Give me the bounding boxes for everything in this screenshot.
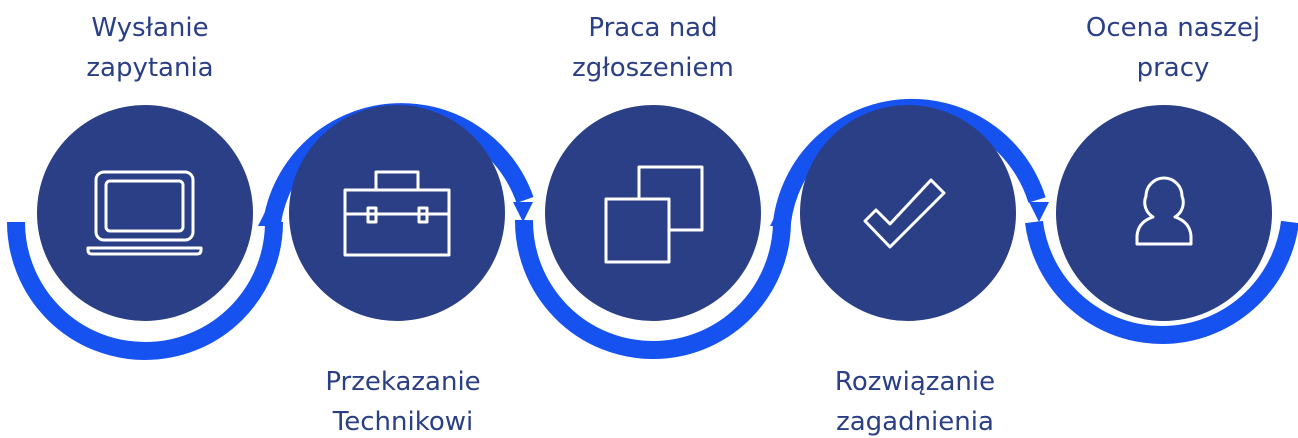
copy-squares-icon xyxy=(604,165,704,264)
checkmark-icon xyxy=(863,178,946,249)
step-1-label: Wysłanie zapytania xyxy=(45,8,255,88)
step-2-label: Przekazanie Technikowi xyxy=(298,362,508,438)
step-4-label-line1: Rozwiązanie xyxy=(834,367,996,397)
step-4-label: Rozwiązanie zagadnienia xyxy=(800,362,1030,438)
flow-arrowhead-up-1 xyxy=(258,206,278,226)
step-2-label-line2: Technikowi xyxy=(332,407,474,437)
step-3-label-line2: zgłoszeniem xyxy=(572,53,734,83)
step-4-label-line2: zagadnienia xyxy=(836,407,994,437)
step-2-label-line1: Przekazanie xyxy=(325,367,481,397)
step-5-label-line1: Ocena naszej xyxy=(1085,13,1261,43)
step-1-label-line1: Wysłanie xyxy=(91,13,209,43)
flow-arc-bottom-5 xyxy=(1025,220,1298,344)
flow-arrowhead-down-2 xyxy=(513,202,533,222)
flow-arrowhead-down-4 xyxy=(1029,202,1049,222)
briefcase-icon xyxy=(343,170,451,257)
step-4-circle xyxy=(800,105,1016,321)
user-icon xyxy=(1135,176,1193,246)
flow-arrowhead-up-3 xyxy=(770,206,790,226)
step-5-circle xyxy=(1056,105,1272,321)
step-3-label-line1: Praca nad xyxy=(588,13,718,43)
laptop-icon xyxy=(86,170,203,256)
step-3-label: Praca nad zgłoszeniem xyxy=(548,8,758,88)
step-5-label-line2: pracy xyxy=(1136,53,1210,83)
step-1-label-line2: zapytania xyxy=(86,53,214,83)
flow-arc-bottom-3 xyxy=(514,219,791,359)
flow-arc-bottom-1 xyxy=(7,221,283,360)
step-1-circle xyxy=(37,105,253,321)
step-5-label: Ocena naszej pracy xyxy=(1062,8,1284,88)
